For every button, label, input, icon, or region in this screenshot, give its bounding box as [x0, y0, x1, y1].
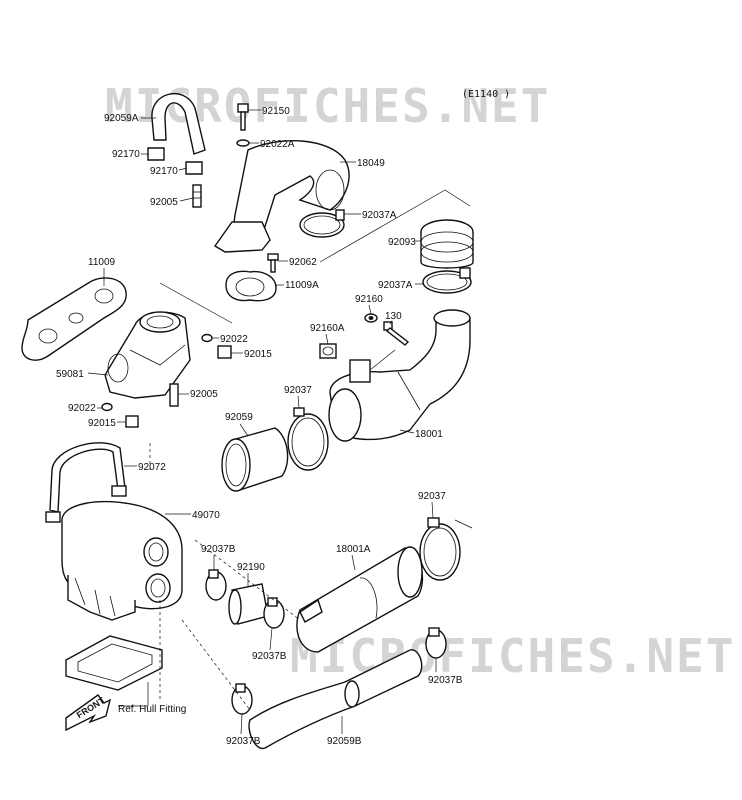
clamp-92170-b	[185, 161, 203, 175]
callouts: 92059A 92150 92022A 18049 92170 92170 92…	[56, 106, 463, 747]
label-18001: 18001	[415, 429, 443, 440]
strap-92072	[45, 442, 127, 523]
gasket-11009	[21, 277, 127, 361]
label-ref-hull-fitting: Ref. Hull Fitting	[118, 704, 186, 715]
hose-92190	[228, 583, 269, 625]
label-92037a-lower: 92037A	[378, 280, 413, 291]
label-18001a: 18001A	[336, 544, 371, 555]
clamp-92037-middle	[287, 407, 329, 471]
label-92005-top: 92005	[150, 197, 178, 208]
nut-92015-left	[125, 415, 139, 428]
watermark-bottom: MICROFICHES.NET	[290, 629, 735, 683]
manifold-59081	[104, 311, 191, 399]
label-92062: 92062	[289, 257, 317, 268]
label-92037b-left-upper: 92037B	[201, 544, 236, 555]
fitting-92005-top	[192, 184, 202, 208]
watermark-top: MICROFICHES.NET	[105, 79, 550, 133]
label-92015-left: 92015	[88, 418, 116, 429]
nut-92015-right	[217, 345, 232, 359]
bolt-92062	[267, 253, 279, 273]
label-92093: 92093	[388, 237, 416, 248]
label-92160a: 92160A	[310, 323, 345, 334]
label-92072: 92072	[138, 462, 166, 473]
clamp-92170-a	[147, 147, 165, 161]
diagram-code: (E1140 )	[462, 89, 510, 100]
label-92190: 92190	[237, 562, 265, 573]
gasket-11009a	[225, 270, 277, 302]
hose-92059a	[151, 92, 206, 155]
clamp-92037b-right	[425, 627, 447, 659]
clamp-92037b-bottom	[231, 683, 253, 715]
label-92170-b: 92170	[150, 166, 178, 177]
label-130: 130	[385, 311, 402, 322]
clamp-92037a-upper	[299, 209, 345, 238]
label-92150: 92150	[262, 106, 290, 117]
clamp-92037a-lower	[422, 267, 472, 294]
coupler-92093	[420, 219, 474, 269]
coupler-92059	[221, 427, 289, 492]
label-92160: 92160	[355, 294, 383, 305]
hose-92059b	[248, 649, 423, 750]
label-92022-left: 92022	[68, 403, 96, 414]
label-92022: 92022	[220, 334, 248, 345]
label-92170-a: 92170	[112, 149, 140, 160]
label-11009a: 11009A	[285, 280, 319, 291]
washer-92022-right	[201, 333, 213, 343]
clamp-92037b-left-lower	[263, 597, 285, 629]
bolt-92150	[237, 103, 249, 131]
label-92022a: 92022A	[260, 139, 295, 150]
bolt-130	[383, 321, 410, 346]
nut-92160a	[319, 343, 337, 359]
label-59081: 59081	[56, 369, 84, 380]
hull-fitting-gasket	[65, 635, 163, 691]
label-92037-right: 92037	[418, 491, 446, 502]
label-18049: 18049	[357, 158, 385, 169]
clamp-92037b-left-upper	[205, 569, 227, 601]
washer-92160	[364, 313, 378, 323]
front-arrow: FRONT	[65, 694, 112, 732]
label-92037b-bottom: 92037B	[226, 736, 261, 747]
label-92037b-left-lower: 92037B	[252, 651, 287, 662]
fitting-92005-bottom	[169, 383, 179, 407]
label-92005-bottom: 92005	[190, 389, 218, 400]
clamp-92037-right	[419, 517, 461, 581]
label-92037-middle: 92037	[284, 385, 312, 396]
label-92059a: 92059A	[104, 113, 139, 124]
label-49070: 49070	[192, 510, 220, 521]
washer-92022-left	[101, 402, 113, 412]
washer-92022a	[236, 139, 250, 147]
label-92037b-right: 92037B	[428, 675, 463, 686]
label-11009: 11009	[88, 257, 116, 268]
label-92015-right: 92015	[244, 349, 272, 360]
exhaust-pipe-18049	[213, 140, 350, 253]
muffler-49070	[61, 500, 183, 621]
label-92059b: 92059B	[327, 736, 362, 747]
exhaust-pipe-18001a	[296, 546, 424, 653]
label-92059: 92059	[225, 412, 253, 423]
label-92037a-upper: 92037A	[362, 210, 397, 221]
exhaust-pipe-18001	[328, 309, 471, 442]
